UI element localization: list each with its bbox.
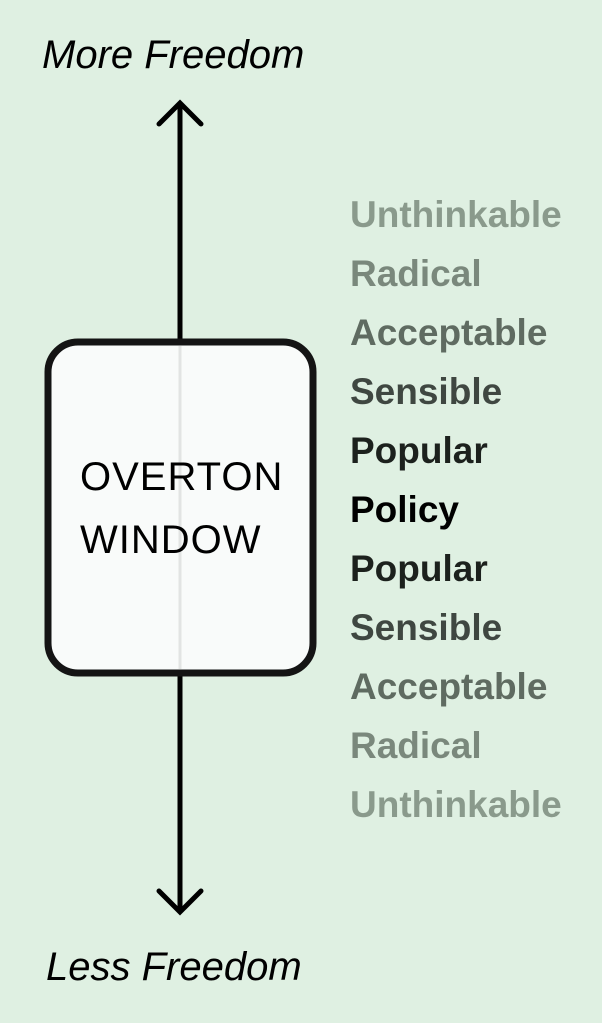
scale-label-unthinkable: Unthinkable xyxy=(350,784,562,825)
more-freedom-label: More Freedom xyxy=(42,33,304,77)
scale-label-sensible: Sensible xyxy=(350,607,502,648)
scale-label-sensible: Sensible xyxy=(350,371,502,412)
scale-label-popular: Popular xyxy=(350,430,488,471)
scale-label-acceptable: Acceptable xyxy=(350,312,547,353)
scale-label-acceptable: Acceptable xyxy=(350,666,547,707)
window-title-line2: WINDOW xyxy=(80,518,262,562)
scale-label-radical: Radical xyxy=(350,253,482,294)
up-arrow-icon xyxy=(156,99,204,340)
scale-label-popular: Popular xyxy=(350,548,488,589)
down-arrow-icon xyxy=(156,675,204,916)
scale-label-policy: Policy xyxy=(350,489,459,530)
scale-label-unthinkable: Unthinkable xyxy=(350,194,562,235)
less-freedom-label: Less Freedom xyxy=(46,945,302,989)
scale-label-radical: Radical xyxy=(350,725,482,766)
overton-window-box xyxy=(44,338,317,677)
window-title-line1: OVERTON xyxy=(80,455,283,499)
acceptability-scale: UnthinkableRadicalAcceptableSensiblePopu… xyxy=(350,194,562,825)
